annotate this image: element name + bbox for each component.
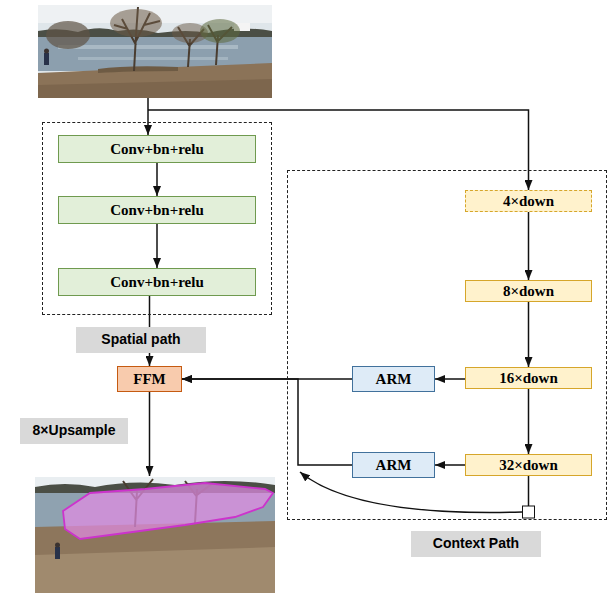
flow-arrow xyxy=(435,464,465,466)
conv-block: Conv+bn+relu xyxy=(58,196,256,224)
flow-arrow xyxy=(182,379,352,465)
block-label: 32×down xyxy=(499,457,558,474)
arm-module: ARM xyxy=(352,452,435,478)
block-label: FFM xyxy=(133,371,165,388)
downsample-block: 8×down xyxy=(465,280,592,302)
path-heading: Spatial path xyxy=(76,327,206,353)
conv-block: Conv+bn+relu xyxy=(58,268,256,296)
downsample-block: 4×down xyxy=(465,190,592,212)
path-group: 4×down8×downARM16×downARM32×downContext … xyxy=(287,170,607,520)
input-arrow xyxy=(147,98,149,135)
block-label: 16×down xyxy=(499,370,558,387)
block-label: 8×down xyxy=(503,283,554,300)
global-pool-square xyxy=(523,506,535,518)
stage-label-text: 8×Upsample xyxy=(33,423,116,438)
path-heading: Context Path xyxy=(411,531,541,557)
pool-arrow xyxy=(300,472,522,513)
person xyxy=(55,543,60,548)
ground xyxy=(38,63,272,98)
output-photo xyxy=(35,477,275,593)
ffm-module: FFM xyxy=(117,366,182,392)
heading-text: Context Path xyxy=(433,536,519,551)
pool-line xyxy=(528,476,530,506)
input-photo xyxy=(38,5,272,98)
ground xyxy=(38,79,272,98)
person xyxy=(44,53,49,65)
tree-crown xyxy=(200,19,240,43)
flow-arrow xyxy=(156,224,158,268)
person xyxy=(44,49,49,54)
sky xyxy=(35,477,275,593)
block-label: ARM xyxy=(376,371,412,388)
ground xyxy=(35,547,275,593)
sky xyxy=(38,5,272,98)
tree-crown xyxy=(46,21,90,49)
upsample-arrow xyxy=(149,392,151,476)
flow-arrow xyxy=(528,389,530,454)
water-reflection xyxy=(78,57,228,60)
block-label: Conv+bn+relu xyxy=(110,202,204,219)
block-label: Conv+bn+relu xyxy=(110,274,204,291)
tree-crown xyxy=(110,9,162,37)
person xyxy=(55,547,60,559)
flow-arrow xyxy=(156,163,158,196)
path-group: Conv+bn+reluConv+bn+reluConv+bn+reluSpat… xyxy=(42,122,272,315)
stage-label: 8×Upsample xyxy=(20,418,128,444)
shore xyxy=(98,66,178,73)
segmentation-mask xyxy=(63,483,273,539)
downsample-block: 32×down xyxy=(465,454,592,476)
flow-arrow xyxy=(528,212,530,280)
flow-arrow xyxy=(528,302,530,367)
flow-arrow xyxy=(435,378,465,380)
heading-text: Spatial path xyxy=(101,332,180,347)
block-label: Conv+bn+relu xyxy=(110,141,204,158)
conv-block: Conv+bn+relu xyxy=(58,135,256,163)
arm-module: ARM xyxy=(352,366,435,392)
block-label: ARM xyxy=(376,457,412,474)
water-reflection xyxy=(58,45,238,49)
block-label: 4×down xyxy=(503,193,554,210)
downsample-block: 16×down xyxy=(465,367,592,389)
